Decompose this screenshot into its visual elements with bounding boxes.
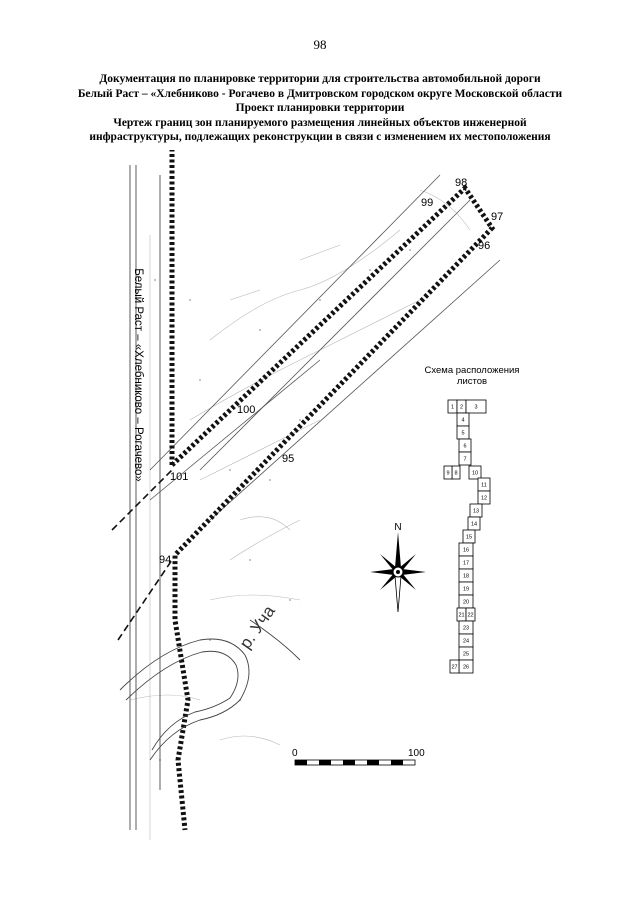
sheet-box-10 — [468, 465, 482, 480]
point-label-100: 100 — [237, 404, 255, 416]
sheet-label-17: 17 — [463, 561, 469, 567]
scale-end-label: 100 — [408, 748, 425, 759]
title-line-4: Чертеж границ зон планируемого размещени… — [113, 116, 527, 129]
sheet-label-14: 14 — [471, 522, 477, 528]
sheet-label-13: 13 — [473, 509, 479, 515]
sheet-label-19: 19 — [463, 587, 469, 593]
compass-north-label: N — [394, 522, 401, 533]
sheet-label-20: 20 — [463, 600, 469, 606]
point-label-96: 96 — [478, 240, 490, 252]
topo-specks — [154, 249, 411, 761]
boundary-point-labels: 94 95 96 97 98 99 100 101 — [159, 177, 503, 566]
topo-background — [129, 189, 471, 840]
sheet-label-10: 10 — [472, 471, 478, 477]
sheet-label-12: 12 — [481, 496, 487, 502]
sheet-scheme-title-line2: листов — [457, 376, 487, 387]
title-line-3: Проект планировки территории — [235, 102, 405, 114]
sheet-label-3: 3 — [474, 405, 477, 411]
sheet-label-2: 2 — [460, 405, 463, 411]
sheet-label-9: 9 — [446, 471, 449, 477]
river-uchа — [119, 619, 301, 761]
sheet-label-24: 24 — [463, 639, 469, 645]
sheet-label-4: 4 — [461, 418, 464, 424]
sheet-label-7: 7 — [463, 457, 466, 463]
zone-boundary — [169, 150, 496, 831]
sheet-label-6: 6 — [463, 444, 466, 450]
sheet-label-27: 27 — [451, 665, 457, 671]
document-title: Документация по планировке территории дл… — [20, 72, 620, 145]
sheet-label-23: 23 — [463, 626, 469, 632]
scale-bar — [294, 759, 416, 766]
sheet-label-18: 18 — [463, 574, 469, 580]
page-number: 98 — [313, 37, 327, 52]
sheet-label-26: 26 — [463, 665, 469, 671]
sheet-scheme-title-line1: Схема расположения — [425, 365, 520, 376]
boundary-thin — [111, 469, 173, 641]
point-label-101: 101 — [170, 471, 188, 483]
sheet-label-25: 25 — [463, 652, 469, 658]
sheet-label-21: 21 — [458, 613, 464, 619]
sheet-label-5: 5 — [461, 431, 464, 437]
point-label-97: 97 — [491, 211, 503, 223]
sheet-box-12 — [477, 490, 491, 505]
scale-start-label: 0 — [292, 748, 298, 759]
sheet-label-1: 1 — [451, 405, 454, 411]
sheet-label-16: 16 — [463, 548, 469, 554]
sheet-box-7 — [458, 451, 472, 466]
compass-rose-icon — [370, 532, 426, 613]
sheet-label-8: 8 — [454, 471, 457, 477]
title-line-5: инфраструктуры, подлежащих реконструкции… — [89, 131, 551, 143]
sheet-label-15: 15 — [466, 535, 472, 541]
sheet-box-3 — [465, 399, 487, 414]
title-line-1: Документация по планировке территории дл… — [99, 73, 541, 85]
river-label: р. Уча — [236, 602, 279, 653]
road-label: Белый Раст – «Хлебниково – Рогачево» — [132, 268, 144, 482]
point-label-99: 99 — [421, 197, 433, 209]
point-label-94: 94 — [159, 554, 171, 566]
sheet-box-9 — [443, 465, 453, 480]
diagonal-lines — [149, 174, 501, 521]
point-label-98: 98 — [455, 177, 467, 189]
sheet-box-27 — [449, 659, 460, 674]
title-line-2: Белый Раст – «Хлебниково - Рогачево в Дм… — [77, 87, 563, 100]
sheet-label-22: 22 — [467, 613, 473, 619]
sheet-label-11: 11 — [481, 483, 487, 489]
point-label-95: 95 — [282, 453, 294, 465]
